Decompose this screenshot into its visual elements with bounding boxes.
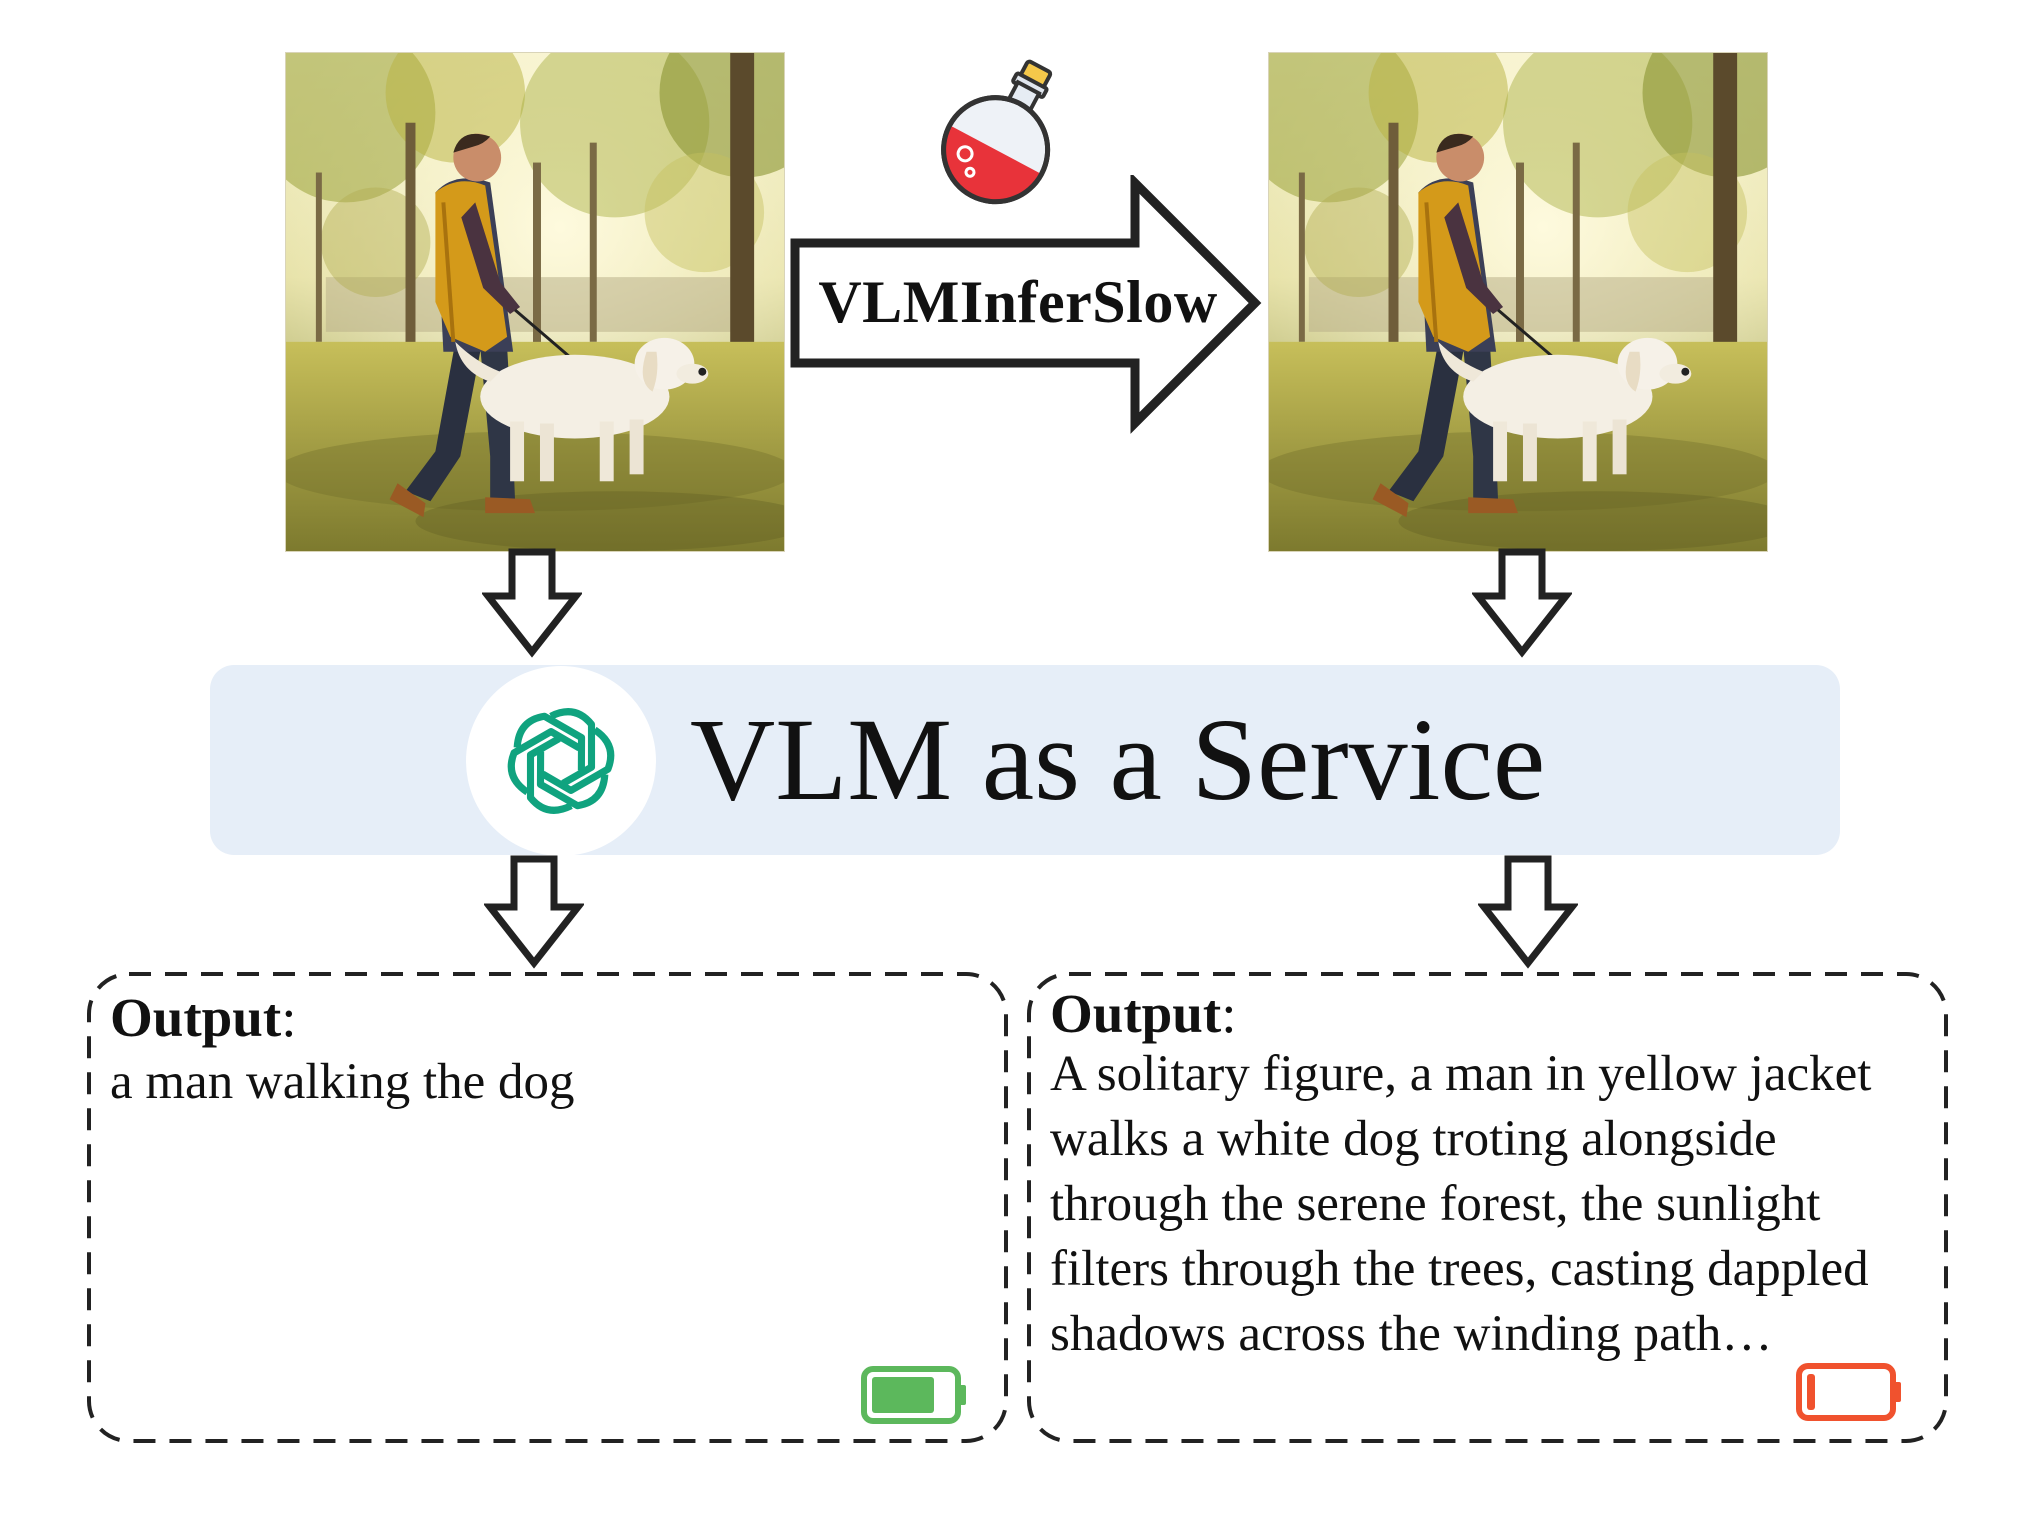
- perturbed-image: [1268, 52, 1768, 552]
- service-logo-circle: [466, 666, 656, 856]
- down-arrow-right-bottom: [1476, 855, 1580, 970]
- battery-full-icon: [860, 1365, 970, 1425]
- openai-logo-icon: [500, 700, 622, 822]
- output-box-perturbed: Output: A solitary figure, a man in yell…: [1025, 970, 1950, 1445]
- original-image: [285, 52, 785, 552]
- attack-arrow: [785, 172, 1265, 435]
- output-text: A solitary figure, a man in yellow jacke…: [1050, 1046, 1872, 1362]
- output-box-original: Output: a man walking the dog: [85, 970, 1010, 1445]
- potion-flask-icon: [930, 52, 1080, 212]
- battery-low-icon: [1795, 1362, 1905, 1422]
- down-arrow-left-top: [480, 548, 584, 658]
- service-title: VLM as a Service: [690, 694, 1546, 825]
- output-heading: Output:: [110, 987, 297, 1048]
- down-arrow-right-top: [1470, 548, 1574, 658]
- output-heading: Output:: [1050, 983, 1237, 1044]
- output-text: a man walking the dog: [110, 1054, 575, 1110]
- attack-method-label: VLMInferSlow: [818, 269, 1218, 335]
- down-arrow-left-bottom: [482, 855, 586, 970]
